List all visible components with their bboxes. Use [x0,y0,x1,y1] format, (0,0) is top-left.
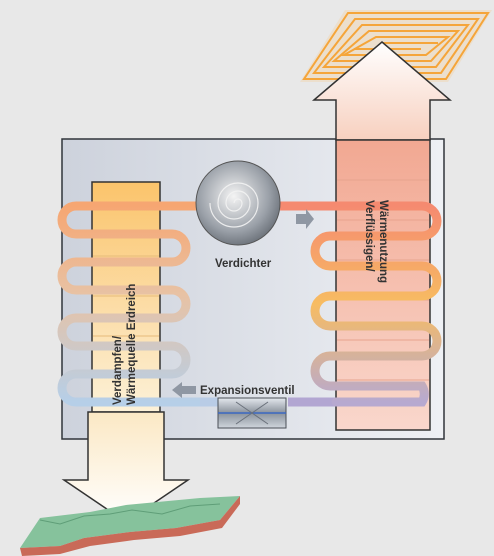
condenser-coil-pipe [310,201,442,407]
flow-arrow-right-icon [296,209,314,229]
evaporator-label: Verdampfen/ Wärmequelle Erdreich [112,284,138,405]
compressor-label: Verdichter [215,258,272,270]
floor-heating-coil-icon [300,10,492,82]
heat-source-arrow [61,411,191,523]
expansion-valve-icon [217,397,287,429]
flow-arrow-left-icon [172,382,196,398]
heat-output-arrow [311,41,453,141]
evaporator-coil-pipe [57,201,215,407]
expansion-valve-label: Expansionsventil [200,385,295,397]
condenser-label: Verflüssigen/ Wärmenutzung [363,200,389,283]
ground-plate-icon [20,496,240,556]
compressor-icon [195,160,281,246]
